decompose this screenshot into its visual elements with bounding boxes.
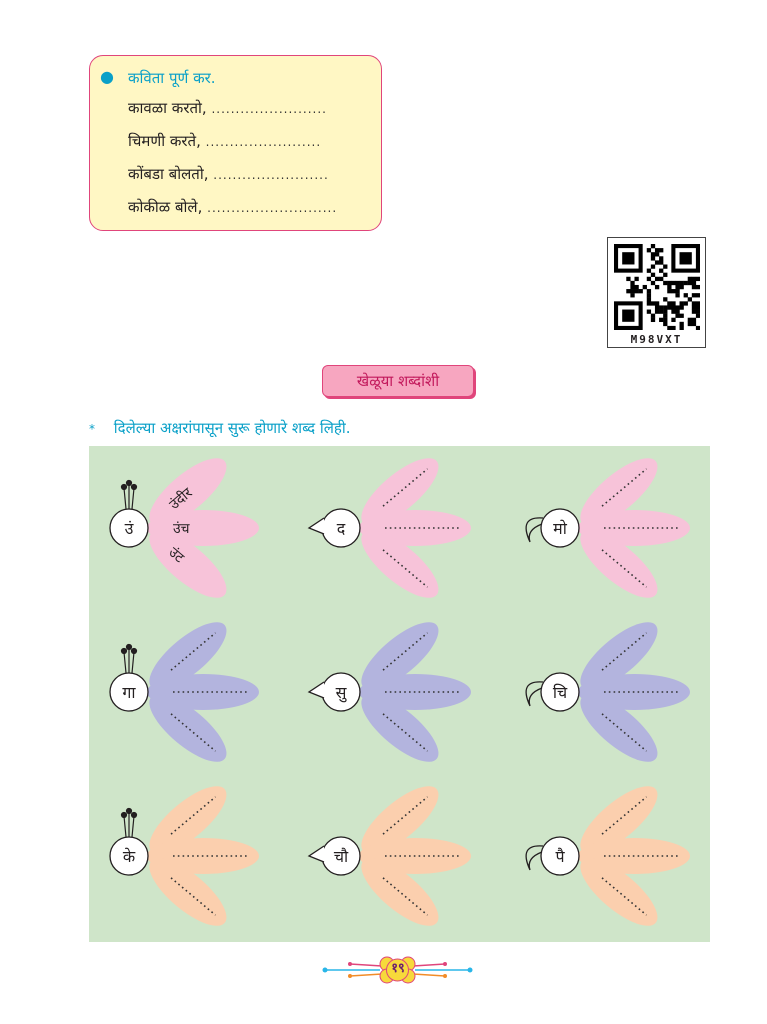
- page-number-ornament: [322, 956, 473, 984]
- answer-blank[interactable]: [601, 632, 647, 671]
- poem-line: कावळा करतो, ........................: [128, 98, 327, 118]
- section-title: खेळूया शब्दांशी: [322, 365, 474, 397]
- bird-head: [540, 836, 580, 876]
- answer-blank[interactable]: [601, 877, 647, 916]
- parrot-beak-icon: [525, 517, 544, 543]
- tail-feather: [361, 458, 439, 526]
- bird-letter: द: [337, 519, 346, 538]
- poem-line: कोंबडा बोलतो, ........................: [128, 164, 329, 184]
- answer-blank[interactable]: [382, 468, 428, 507]
- answer-blank[interactable]: [601, 549, 647, 588]
- tail-feather: [580, 622, 658, 690]
- poem-line-text: चिमणी करते,: [128, 132, 201, 150]
- bird-letter: मो: [553, 519, 568, 538]
- bird-item: गा: [109, 622, 259, 762]
- tail-feather: [580, 786, 658, 854]
- bird-item: द: [307, 458, 471, 598]
- tail-feather: [149, 858, 227, 926]
- tail-feather: [580, 530, 658, 598]
- poem-line: चिमणी करते, ........................: [128, 131, 321, 151]
- answer-blank[interactable]: [382, 549, 428, 588]
- peacock-crest-icon: [120, 479, 138, 510]
- bird-item: चि: [525, 622, 690, 762]
- poem-title: कविता पूर्ण कर.: [128, 69, 216, 87]
- bird-item: उंदीरउंचउंट उं: [109, 458, 259, 598]
- instruction: * दिलेल्या अक्षरांपासून सुरू होणारे शब्द…: [89, 418, 351, 438]
- poem-line-text: कोकीळ बोले,: [128, 198, 203, 216]
- parrot-beak-icon: [525, 845, 544, 871]
- answer-blank[interactable]: [170, 796, 216, 835]
- tail-feather: [149, 694, 227, 762]
- tail-feather: [361, 694, 439, 762]
- qr-code-box[interactable]: M98VXT: [607, 237, 706, 348]
- answer-blank[interactable]: [382, 877, 428, 916]
- bird-item: सु: [307, 622, 471, 762]
- bird-letter: उं: [125, 519, 135, 538]
- parrot-beak-icon: [525, 681, 544, 707]
- bird-letter: चि: [553, 683, 568, 702]
- bird-item: मो: [525, 458, 690, 598]
- poem-line: कोकीळ बोले, ...........................: [128, 197, 337, 217]
- tail-feather: [149, 622, 227, 690]
- peacock-crest-icon: [120, 807, 138, 838]
- peacock-crest-icon: [120, 643, 138, 674]
- tail-feather: उंट: [149, 530, 227, 598]
- tail-feather: उंदीर: [149, 458, 227, 526]
- tail-feather: [361, 786, 439, 854]
- asterisk-icon: *: [89, 422, 95, 436]
- tail-feather: [580, 858, 658, 926]
- answer-blank[interactable]: [170, 877, 216, 916]
- qr-code-label: M98VXT: [630, 333, 683, 346]
- bird-letter: सु: [336, 683, 348, 703]
- answer-blank[interactable]: [382, 632, 428, 671]
- tail-feather: [361, 858, 439, 926]
- bird-item: के: [109, 786, 259, 926]
- beak-icon: [307, 517, 325, 535]
- bird-item: पै: [525, 786, 690, 926]
- tail-feather: [580, 694, 658, 762]
- tail-feather: [580, 458, 658, 526]
- answer-blank[interactable]: [601, 796, 647, 835]
- fill-blank-dots: ........................: [205, 135, 322, 149]
- fill-blank-dots: ...........................: [207, 201, 338, 215]
- answer-blank[interactable]: [170, 632, 216, 671]
- bird-item: चौ: [307, 786, 471, 926]
- poem-line-text: कोंबडा बोलतो,: [128, 165, 209, 183]
- beak-icon: [307, 681, 325, 699]
- bird-letter: चौ: [334, 847, 349, 866]
- bird-head: [540, 508, 580, 548]
- answer-blank[interactable]: [601, 468, 647, 507]
- poem-box: ● कविता पूर्ण कर. कावळा करतो, ..........…: [89, 55, 382, 231]
- qr-code-icon: [614, 244, 700, 330]
- instruction-text: दिलेल्या अक्षरांपासून सुरू होणारे शब्द ल…: [113, 419, 351, 437]
- fill-blank-dots: ........................: [211, 102, 327, 116]
- bird-head: [540, 672, 580, 712]
- poem-line-text: कावळा करतो,: [128, 99, 207, 117]
- answer-word: उंच: [173, 521, 191, 537]
- bird-letter: पै: [555, 847, 565, 866]
- tail-feather: [361, 622, 439, 690]
- answer-blank[interactable]: [170, 713, 216, 752]
- bullet-icon: ●: [100, 67, 114, 86]
- answer-blank[interactable]: [382, 796, 428, 835]
- bird-activity-grid: उंदीरउंचउंट उं द मो गा सु चि के चौ पै: [109, 458, 690, 926]
- beak-icon: [307, 845, 325, 863]
- fill-blank-dots: ........................: [213, 168, 329, 182]
- bird-letter: गा: [122, 683, 136, 702]
- tail-feather: [361, 530, 439, 598]
- answer-blank[interactable]: [382, 713, 428, 752]
- answer-blank[interactable]: [601, 713, 647, 752]
- page-number: १९: [391, 961, 405, 976]
- bird-letter: के: [123, 847, 136, 866]
- tail-feather: [149, 786, 227, 854]
